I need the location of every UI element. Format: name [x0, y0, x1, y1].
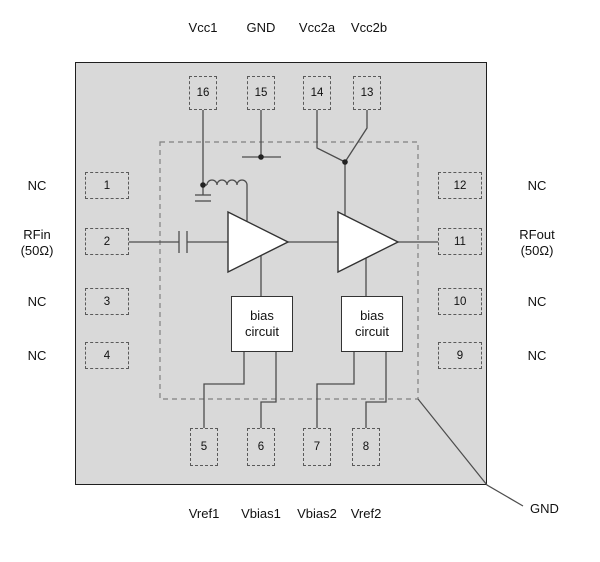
pin-label-vref1: Vref1 — [188, 506, 220, 521]
bias-circuit-label: bias circuit — [355, 307, 389, 339]
gnd-paddle-label: GND — [530, 501, 559, 516]
pin-number: 14 — [310, 87, 324, 99]
rfin-label: RFin — [23, 227, 51, 242]
pin-label-nc-3: NC — [27, 294, 47, 309]
pin-number: 11 — [454, 235, 466, 248]
pin-label-vbias1: Vbias1 — [241, 506, 281, 521]
pin-label-nc-4: NC — [27, 348, 47, 363]
pin-label-vcc1: Vcc1 — [188, 20, 218, 35]
pin-11: 11 — [438, 228, 482, 255]
pin-6: 6 — [247, 428, 275, 466]
pin-label-rfin: RFin (50Ω) — [21, 227, 54, 260]
pin-3: 3 — [85, 288, 129, 315]
pin-label-gnd-top: GND — [246, 20, 276, 35]
pin-10: 10 — [438, 288, 482, 315]
pin-12: 12 — [438, 172, 482, 199]
pin-label-vref2: Vref2 — [350, 506, 382, 521]
pin-label-nc-9: NC — [527, 348, 547, 363]
gnd-paddle-line — [417, 398, 524, 507]
rfout-impedance: (50Ω) — [520, 243, 554, 259]
pin-13: 13 — [353, 76, 381, 110]
pin-number: 15 — [254, 87, 268, 99]
die-boundary — [159, 141, 419, 400]
junction-dot — [258, 154, 264, 160]
vcc2-feed-trace — [316, 110, 368, 216]
pin-label-vbias2: Vbias2 — [297, 506, 337, 521]
rf-input-trace — [129, 231, 228, 253]
bias-circuit-label: bias circuit — [245, 307, 279, 339]
pin-label-nc-12: NC — [527, 178, 547, 193]
pin-2: 2 — [85, 228, 129, 255]
rfin-impedance: (50Ω) — [20, 243, 54, 259]
gnd-pin-trace — [242, 110, 281, 158]
amplifier-stage-1-symbol — [227, 210, 290, 274]
rfout-label: RFout — [519, 227, 555, 242]
pin-label-rfout: RFout (50Ω) — [519, 227, 554, 260]
pin-label-vcc2b: Vcc2b — [350, 20, 388, 35]
junction-dot — [200, 182, 206, 188]
pin-5: 5 — [190, 428, 218, 466]
vcc1-feed-trace — [195, 110, 248, 221]
pin-label-nc-1: NC — [27, 178, 47, 193]
pin-label-vcc2a: Vcc2a — [298, 20, 336, 35]
pin-number: 8 — [362, 441, 370, 453]
pin-16: 16 — [189, 76, 217, 110]
pin-number: 4 — [103, 349, 111, 362]
pin-number: 2 — [103, 235, 111, 248]
pin-15: 15 — [247, 76, 275, 110]
pin-4: 4 — [85, 342, 129, 369]
bias-circuit-block-2: bias circuit — [341, 296, 403, 352]
bias-inductor-symbol — [206, 179, 248, 186]
pin-label-nc-10: NC — [527, 294, 547, 309]
pin-number: 1 — [103, 179, 111, 192]
pin-number: 7 — [313, 441, 321, 453]
pin-number: 13 — [360, 87, 374, 99]
pin-7: 7 — [303, 428, 331, 466]
pin-9: 9 — [438, 342, 482, 369]
pin-number: 12 — [453, 179, 467, 192]
pin-number: 9 — [456, 349, 464, 362]
bias-connection-traces — [203, 256, 387, 428]
pin-number: 3 — [103, 295, 111, 308]
amplifier-stage-2-symbol — [337, 210, 400, 274]
pin-1: 1 — [85, 172, 129, 199]
pin-number: 5 — [200, 441, 208, 453]
pin-14: 14 — [303, 76, 331, 110]
pin-number: 16 — [196, 87, 210, 99]
pin-8: 8 — [352, 428, 380, 466]
bias-circuit-block-1: bias circuit — [231, 296, 293, 352]
pin-number: 6 — [257, 441, 265, 453]
pin-number: 10 — [453, 295, 467, 308]
junction-dot — [342, 159, 348, 165]
